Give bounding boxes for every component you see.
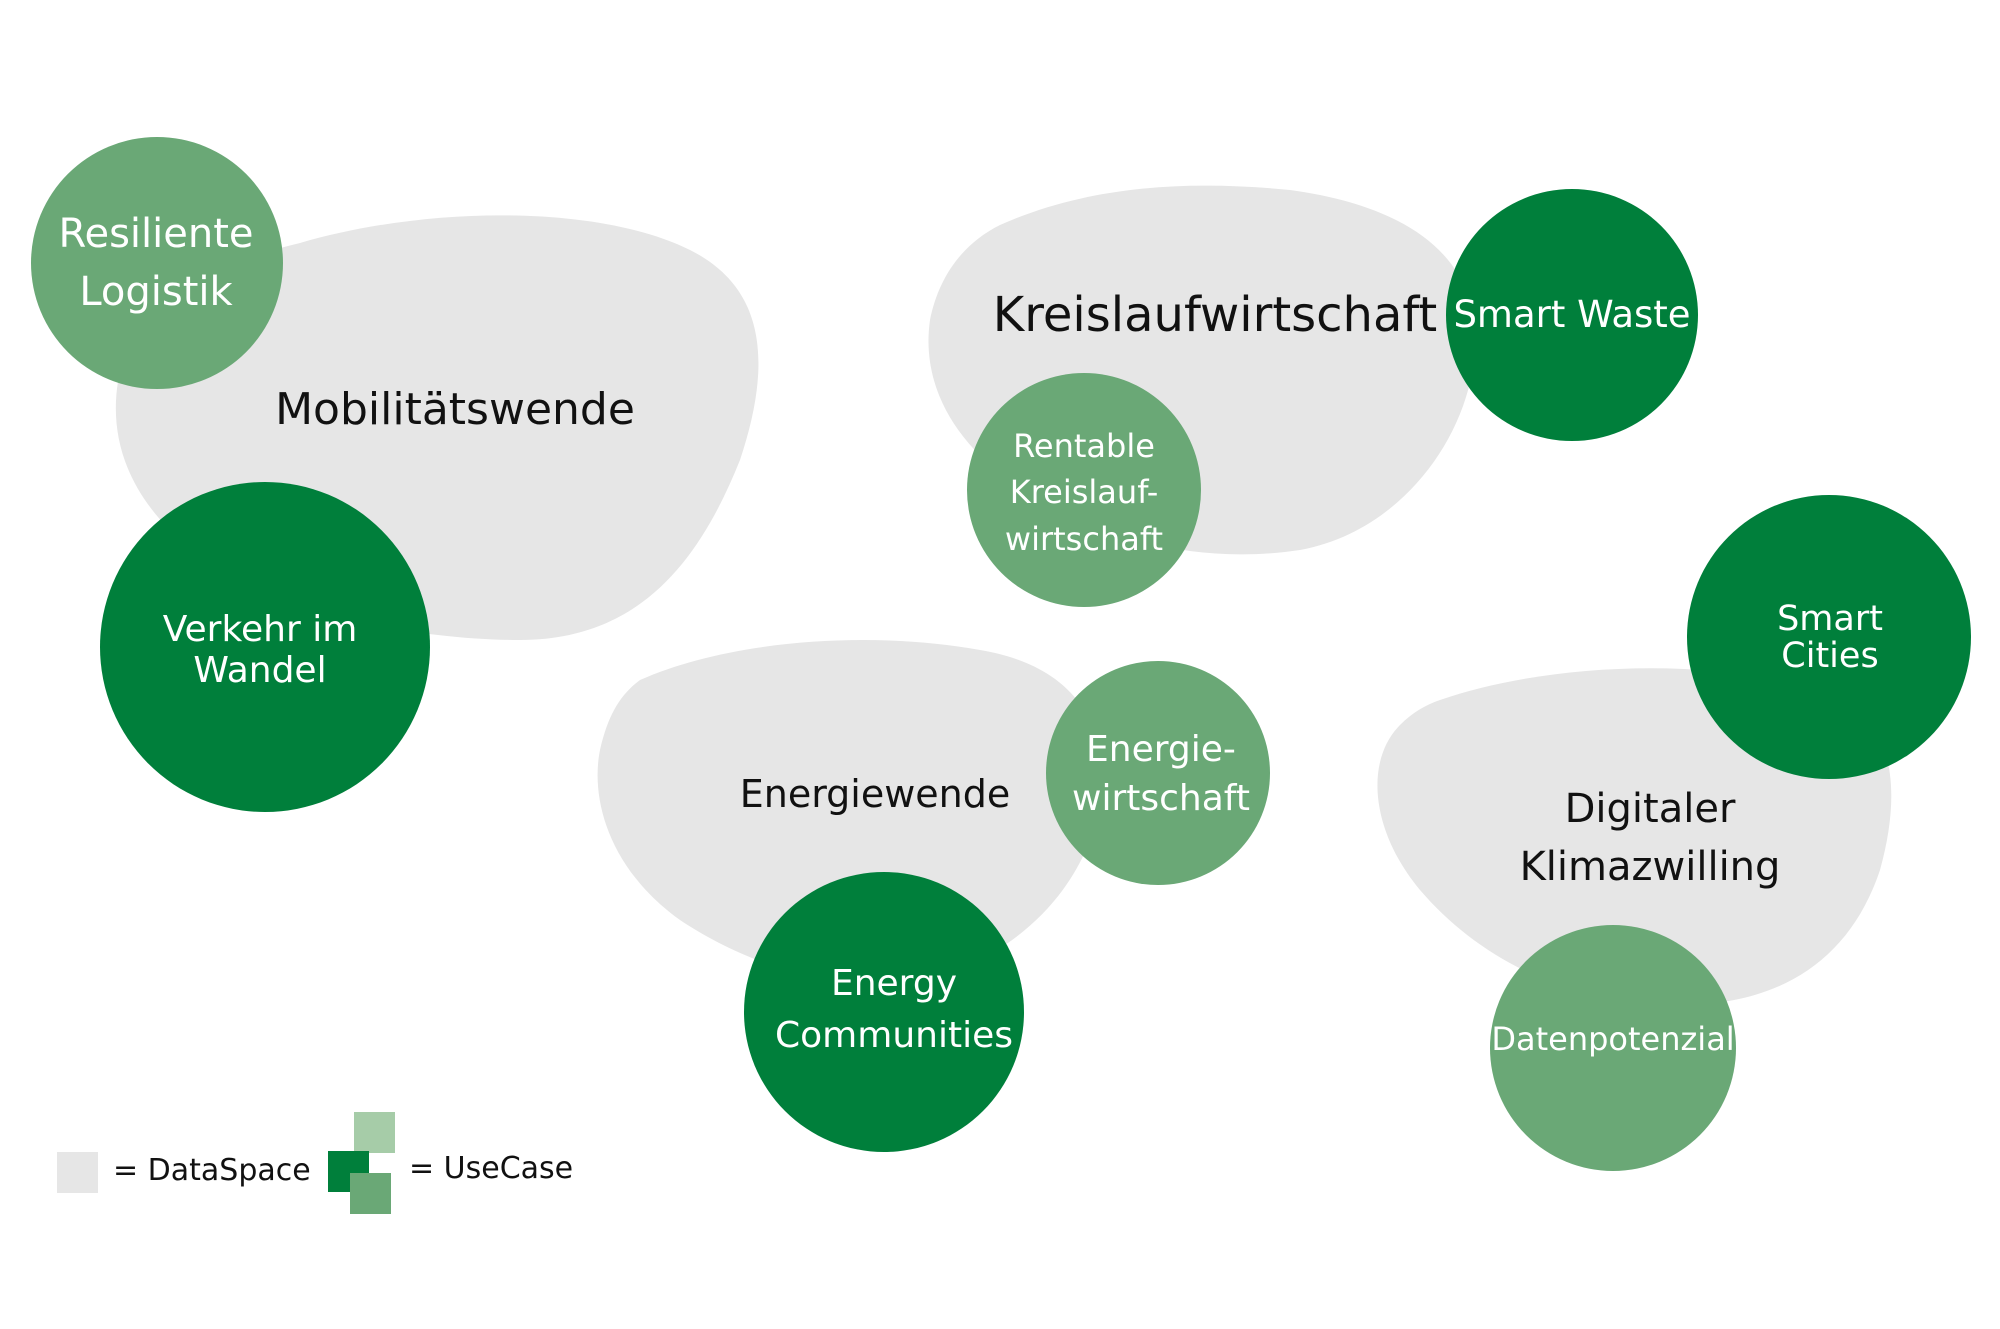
usecase-label-datenpotenzial: Datenpotenzial bbox=[1491, 1020, 1735, 1059]
legend-square-usecase-pale bbox=[354, 1112, 395, 1153]
usecase-circle-resiliente-logistik bbox=[31, 137, 283, 389]
usecase-circle-verkehr-im-wandel bbox=[100, 482, 430, 812]
legend-label-usecase: = UseCase bbox=[409, 1151, 574, 1186]
usecase-label-energy-communities: Energy Communities bbox=[775, 962, 1013, 1056]
legend-square-usecase-light bbox=[350, 1173, 391, 1214]
usecase-label-verkehr-im-wandel: Verkehr im Wandel bbox=[162, 608, 358, 691]
usecase-label-rentable-kreislaufwirtschaft: Rentable Kreislauf- wirtschaft bbox=[1004, 426, 1164, 558]
dataspace-blob-energiewende bbox=[597, 640, 1102, 984]
usecase-circle-smart-waste bbox=[1446, 189, 1698, 441]
legend-square-dataspace bbox=[57, 1152, 98, 1193]
usecase-label-resiliente-logistik: Resiliente Logistik bbox=[58, 211, 254, 315]
dataspace-label-kreislaufwirtschaft: Kreislaufwirtschaft bbox=[992, 286, 1438, 343]
dataspace-label-mobilitaetswende: Mobilitätswende bbox=[275, 384, 635, 436]
usecase-circle-energiewirtschaft bbox=[1046, 661, 1270, 885]
usecase-circle-rentable-kreislaufwirtschaft bbox=[967, 373, 1201, 607]
usecase-circle-energy-communities bbox=[744, 872, 1024, 1152]
usecase-label-smart-cities: Smart Cities bbox=[1777, 599, 1883, 676]
usecase-circle-smart-cities bbox=[1687, 495, 1971, 779]
usecase-label-smart-waste: Smart Waste bbox=[1453, 292, 1691, 336]
usecase-label-energiewirtschaft: Energie- wirtschaft bbox=[1072, 729, 1250, 819]
dataspace-label-energiewende: Energiewende bbox=[739, 772, 1011, 817]
dataspace-label-digitaler-klimazwilling: Digitaler Klimazwilling bbox=[1519, 785, 1781, 890]
legend-label-dataspace: = DataSpace bbox=[113, 1153, 311, 1188]
usecase-circle-datenpotenzial bbox=[1490, 925, 1736, 1171]
